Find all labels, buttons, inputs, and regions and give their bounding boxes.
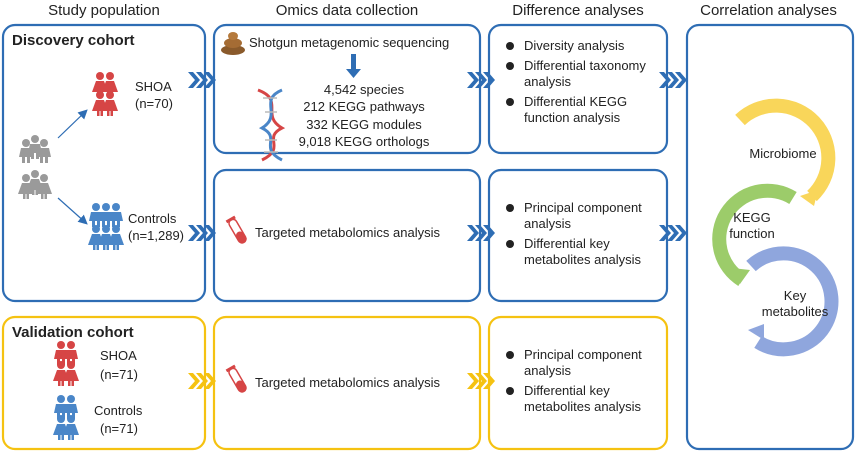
discovery-shoa-label: SHOA [135,79,172,94]
validation-cohort-title: Validation cohort [12,324,134,341]
header-omics: Omics data collection [275,2,419,19]
metabolomics-validation-label: Targeted metabolomics analysis [255,375,440,390]
controls-validation-icon [53,395,79,440]
list-item: Diversity analysis [502,38,657,54]
kegg-ring [712,183,797,286]
validation-shoa-n: (n=71) [100,367,138,382]
discovery-cohort-title: Discovery cohort [12,32,135,49]
controls-discovery-icon [88,203,124,250]
kegg-orthologs-count: 9,018 KEGG orthologs [298,134,430,149]
dna-icon [257,88,286,162]
list-item: Differential key metabolites analysis [502,383,657,415]
list-item: Principal component analysis [502,200,657,232]
header-difference: Difference analyses [512,2,644,19]
header-study-population: Study population [48,2,160,19]
list-item: Differential taxonomy analysis [502,58,657,90]
diff-list-1: Diversity analysis Differential taxonomy… [502,38,657,130]
correlation-box [685,23,855,451]
discovery-cohort-box [1,23,207,303]
shoa-validation-icon [53,341,79,386]
diff-list-3: Principal component analysis Differentia… [502,347,657,419]
kegg-pathways-count: 212 KEGG pathways [303,99,425,114]
arrow-to-controls [57,197,88,225]
list-item: Principal component analysis [502,347,657,379]
header-correlation: Correlation analyses [700,2,837,19]
discovery-controls-n: (n=1,289) [128,228,185,243]
shotgun-label: Shotgun metagenomic sequencing [249,35,450,50]
microbiome-label: Microbiome [749,146,817,161]
discovery-shoa-n: (n=70) [135,96,173,111]
validation-controls-n: (n=71) [100,421,138,436]
validation-shoa-label: SHOA [100,348,137,363]
list-item: Differential key metabolites analysis [502,236,657,268]
metabolites-ring [746,246,839,357]
validation-controls-label: Controls [94,403,143,418]
shoa-discovery-icon [92,72,118,116]
list-item: Differential KEGG function analysis [502,94,657,126]
down-arrow-icon [346,54,361,78]
test-tube-icon [225,364,247,393]
species-count: 4,542 species [323,82,405,97]
discovery-controls-label: Controls [128,211,177,226]
kegg-function-label: KEGG function [729,210,775,241]
kegg-modules-count: 332 KEGG modules [306,117,422,132]
diff-list-2: Principal component analysis Differentia… [502,200,657,272]
key-metabolites-label: Key metabolites [761,288,829,319]
grey-people-icon [18,135,52,199]
diff-box-1 [487,23,669,155]
arrow-to-shoa [57,109,88,139]
stool-icon [221,32,245,55]
shotgun-box [212,23,482,155]
microbiome-ring [735,98,836,206]
test-tube-icon [225,215,247,244]
metabolomics-discovery-label: Targeted metabolomics analysis [255,225,440,240]
